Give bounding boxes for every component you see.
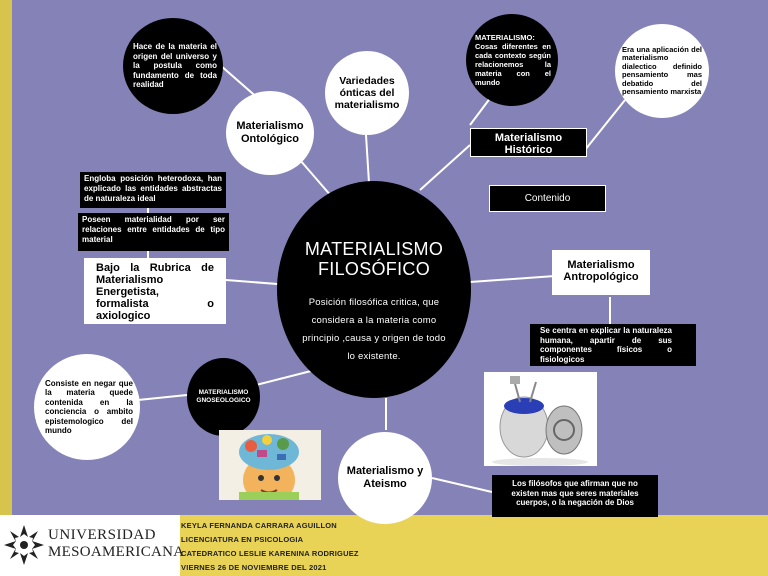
- gnoseologico-label: MATERIALISMO GNOSEOLOGICO: [196, 389, 251, 404]
- historico-desc: Era una aplicación del materialismo dial…: [622, 44, 702, 96]
- left-box-1-text: Engloba posición heterodoxa, han explica…: [84, 174, 222, 203]
- contenido-label: Contenido: [524, 193, 571, 204]
- ontologico-circle: Materialismo Ontológico: [226, 91, 314, 175]
- historico-desc-circle: Era una aplicación del materialismo dial…: [615, 24, 709, 118]
- center-circle: MATERIALISMO FILOSÓFICO Posición filosóf…: [277, 181, 471, 398]
- footer-info: KEYLA FERNANDA CARRARA AGUILLON LICENCIA…: [181, 519, 359, 575]
- left-box-3: Bajo la Rubrica de Materialismo Energeti…: [84, 258, 226, 324]
- footer-teacher: CATEDRATICO LESLIE KARENINA RODRIGUEZ: [181, 549, 359, 558]
- center-description: Posición filosófica critica, que conside…: [302, 297, 446, 362]
- antropologico-desc-box: Se centra en explicar la naturaleza huma…: [530, 324, 696, 366]
- left-box-2-text: Poseen materialidad por ser relaciones e…: [82, 215, 225, 244]
- mechanical-head-illustration: [484, 372, 597, 466]
- antropologico-box: Materialismo Antropológico: [552, 250, 650, 295]
- gnoseologico-desc-circle: Consiste en negar que la materia quede c…: [34, 354, 140, 460]
- variedades-label: Variedades ónticas del materialismo: [334, 75, 400, 111]
- left-accent-bar: [0, 0, 12, 515]
- footer-date: VIERNES 26 DE NOVIEMBRE DEL 2021: [181, 563, 327, 572]
- variedades-circle: Variedades ónticas del materialismo: [325, 51, 409, 135]
- contenido-box: Contenido: [489, 185, 606, 212]
- university-name-line1: UNIVERSIDAD: [48, 527, 156, 543]
- materialismo-cosas-circle: MATERIALISMO: Cosas diferentes en cada c…: [466, 14, 558, 106]
- center-title: MATERIALISMO FILOSÓFICO: [304, 239, 444, 279]
- university-name-line2: MESOAMERICANA: [48, 544, 185, 560]
- university-logo-box: UNIVERSIDAD MESOAMERICANA: [0, 515, 184, 576]
- university-emblem-icon: [4, 525, 44, 565]
- ateismo-label: Materialismo y Ateismo: [346, 465, 424, 490]
- footer-author: KEYLA FERNANDA CARRARA AGUILLON: [181, 521, 337, 530]
- left-box-1: Engloba posición heterodoxa, han explica…: [80, 172, 226, 208]
- ontologico-desc: Hace de la materia el origen del univers…: [133, 42, 217, 90]
- antropologico-label: Materialismo Antropológico: [563, 259, 639, 283]
- historico-label: Materialismo Histórico: [494, 132, 563, 156]
- antropologico-desc: Se centra en explicar la naturaleza huma…: [540, 326, 672, 364]
- left-box-3-text: Bajo la Rubrica de Materialismo Energeti…: [96, 262, 214, 322]
- materialismo-cosas-text: MATERIALISMO: Cosas diferentes en cada c…: [475, 33, 551, 87]
- ateismo-desc: Los filósofos que afirman que no existen…: [511, 479, 639, 507]
- head-objects-illustration: [219, 430, 321, 500]
- gnoseologico-circle: MATERIALISMO GNOSEOLOGICO: [187, 358, 260, 436]
- ateismo-desc-box: Los filósofos que afirman que no existen…: [492, 475, 658, 517]
- left-box-2: Poseen materialidad por ser relaciones e…: [78, 213, 229, 251]
- historico-box: Materialismo Histórico: [470, 128, 587, 157]
- ontologico-desc-circle: Hace de la materia el origen del univers…: [123, 18, 223, 114]
- gnoseologico-desc: Consiste en negar que la materia quede c…: [45, 378, 133, 436]
- footer-degree: LICENCIATURA EN PSICOLOGIA: [181, 535, 304, 544]
- ontologico-label: Materialismo Ontológico: [236, 120, 304, 145]
- ateismo-circle: Materialismo y Ateismo: [338, 432, 432, 524]
